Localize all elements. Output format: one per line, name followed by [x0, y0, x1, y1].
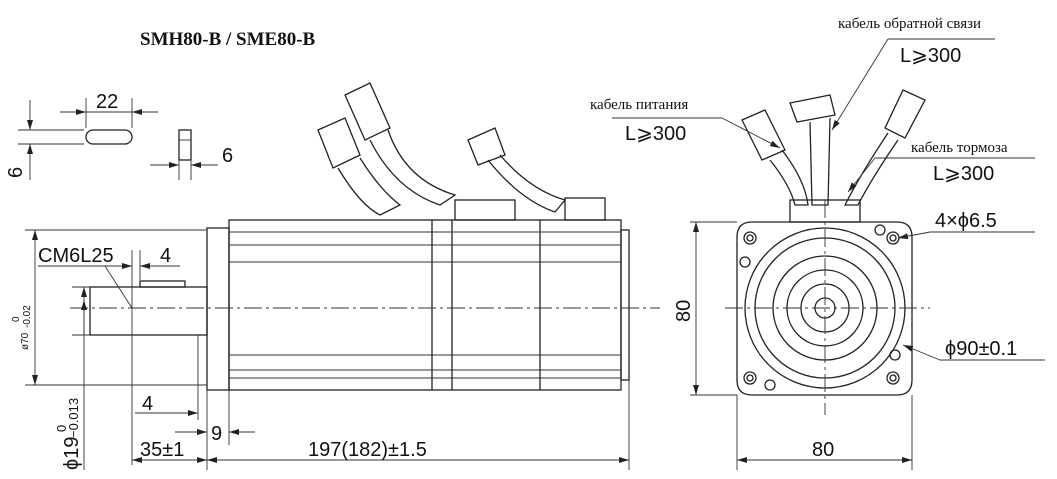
thread-label: CM6L25	[38, 245, 114, 267]
motor-side-view	[70, 219, 660, 391]
cable-labels: кабель обратной связи L⩾300 кабель питан…	[590, 16, 1035, 193]
drawing-title: SMH80-B / SME80-B	[140, 29, 316, 50]
key-width-dim: 6	[222, 145, 233, 167]
key-length-dim: 22	[96, 91, 118, 113]
side-cables	[317, 82, 606, 221]
feedback-cable-length: L⩾300	[900, 45, 961, 67]
key-detail: 22 6 6	[5, 91, 233, 180]
flange-thickness-dim: 9	[211, 423, 222, 445]
power-cable-length: L⩾300	[625, 123, 686, 145]
spigot-tol-upper: 0	[11, 316, 22, 322]
shaft-tol-upper: 0	[54, 425, 69, 432]
shaft-diameter-dim: ϕ19	[61, 437, 83, 470]
pcd-dim: ϕ90±0.1	[945, 338, 1017, 360]
shoulder-dim: 4	[142, 393, 153, 415]
key-height-dim: 6	[5, 167, 27, 178]
key-offset-dim: 4	[160, 245, 171, 267]
spigot-tol-lower: -0.02	[22, 305, 33, 328]
shaft-tol-lower: −0.013	[66, 398, 81, 438]
shaft-length-dim: 35±1	[140, 439, 184, 461]
side-dimensions: ø70 0 -0.02 CM6L25 4 ϕ19 0 −0.013 4 9 35…	[11, 229, 630, 470]
feedback-cable-label: кабель обратной связи	[838, 16, 981, 32]
spigot-dim: ø70	[20, 332, 31, 350]
power-cable-label: кабель питания	[590, 97, 688, 113]
body-length-dim: 197(182)±1.5	[308, 439, 427, 461]
front-width-dim: 80	[812, 439, 834, 461]
brake-cable-length: L⩾300	[933, 163, 994, 185]
front-dimensions: 80 80 4×ϕ6.5 ϕ90±0.1	[673, 210, 1045, 470]
holes-dim: 4×ϕ6.5	[935, 210, 997, 232]
brake-cable-label: кабель тормоза	[911, 140, 1008, 156]
front-height-dim: 80	[673, 300, 695, 322]
motor-front-view	[725, 89, 930, 415]
